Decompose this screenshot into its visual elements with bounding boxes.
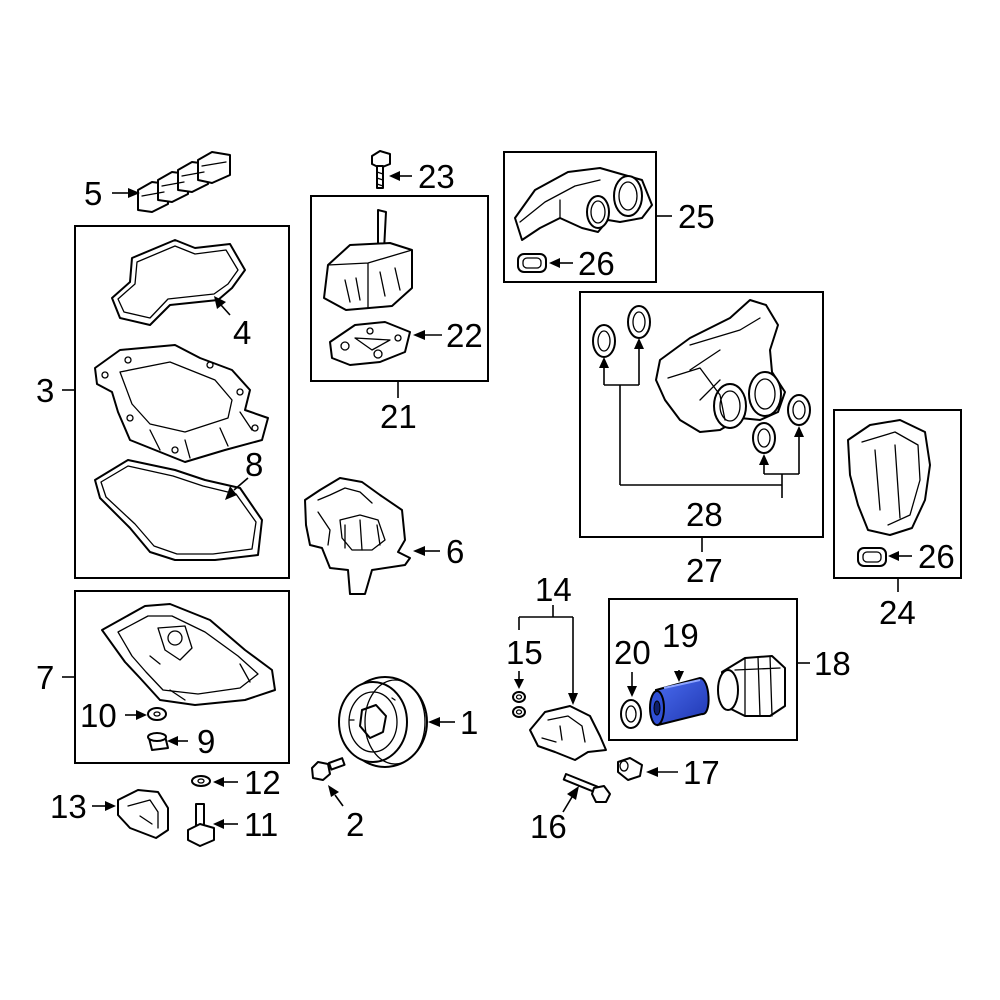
part-25-intake-pipe[interactable]	[514, 167, 653, 241]
callout-21: 21	[380, 398, 417, 435]
callout-27: 27	[686, 552, 723, 589]
callout-3: 3	[36, 372, 54, 409]
callout-11: 11	[244, 806, 278, 843]
part-8-gasket[interactable]	[94, 459, 263, 561]
part-6-shield[interactable]	[304, 477, 411, 595]
callout-8: 8	[245, 446, 263, 483]
callout-24: 24	[879, 594, 916, 631]
callout-17: 17	[683, 754, 720, 791]
part-21-oil-cooler[interactable]	[323, 209, 413, 311]
callout-7: 7	[36, 659, 54, 696]
callout-20: 20	[614, 634, 651, 671]
callout-26-lower: 26	[918, 538, 955, 575]
part-17-sensor[interactable]	[617, 757, 643, 781]
callout-28: 28	[686, 496, 723, 533]
part-10-washer[interactable]	[147, 707, 167, 721]
part-19-oil-filter-element[interactable]	[649, 676, 710, 727]
part-1-pulley[interactable]	[338, 676, 428, 768]
part-9-drain-plug[interactable]	[147, 732, 169, 751]
part-28-seal-b[interactable]	[627, 305, 651, 339]
callout-19: 19	[662, 617, 699, 654]
part-20-washer[interactable]	[620, 699, 642, 729]
part-23-bolt[interactable]	[371, 150, 391, 189]
callout-14: 14	[535, 571, 572, 608]
part-26-seal-upper[interactable]	[517, 253, 547, 273]
part-5-deflectors[interactable]	[137, 151, 231, 213]
part-16-bolt[interactable]	[562, 773, 611, 803]
callout-18: 18	[814, 645, 851, 682]
part-13-bracket[interactable]	[117, 789, 169, 839]
part-14-filter-housing[interactable]	[529, 705, 607, 761]
group-box-21	[310, 195, 489, 382]
callout-26-upper: 26	[578, 245, 615, 282]
callout-12: 12	[244, 764, 281, 801]
part-7-lower-oil-pan[interactable]	[101, 603, 276, 706]
callout-labels: 5 4 3 8 7 10 9 6 23 22 21 25 26 28 27 26…	[36, 158, 955, 845]
part-28-intake-manifold[interactable]	[655, 299, 786, 433]
part-18-filter-cap[interactable]	[717, 655, 786, 717]
part-24-manifold[interactable]	[847, 419, 931, 536]
group-box-3	[74, 225, 290, 579]
part-4-gasket[interactable]	[111, 239, 246, 326]
callout-1: 1	[460, 704, 478, 741]
group-box-25	[503, 151, 657, 283]
part-2-bolt[interactable]	[311, 757, 346, 781]
part-28-seal-d[interactable]	[787, 394, 811, 426]
part-22-gasket[interactable]	[329, 321, 411, 366]
part-26-seal-lower[interactable]	[857, 547, 887, 567]
callout-2: 2	[346, 806, 364, 843]
callout-10: 10	[80, 697, 117, 734]
part-12-washer[interactable]	[191, 775, 211, 787]
callout-23: 23	[418, 158, 455, 195]
callout-25: 25	[678, 198, 715, 235]
part-28-seal-a[interactable]	[592, 324, 616, 358]
callout-16: 16	[530, 808, 567, 845]
callout-13: 13	[50, 788, 87, 825]
callout-6: 6	[446, 533, 464, 570]
callout-22: 22	[446, 317, 483, 354]
callout-5: 5	[84, 175, 102, 212]
part-11-sensor[interactable]	[187, 803, 215, 847]
part-15-o-rings[interactable]	[512, 691, 526, 718]
leader-lines	[62, 171, 912, 829]
group-box-18	[608, 598, 798, 741]
callout-9: 9	[197, 723, 215, 760]
part-3-upper-oil-pan[interactable]	[94, 344, 269, 463]
callout-4: 4	[233, 314, 251, 351]
callout-15: 15	[506, 634, 543, 671]
part-28-seal-c[interactable]	[752, 422, 776, 454]
